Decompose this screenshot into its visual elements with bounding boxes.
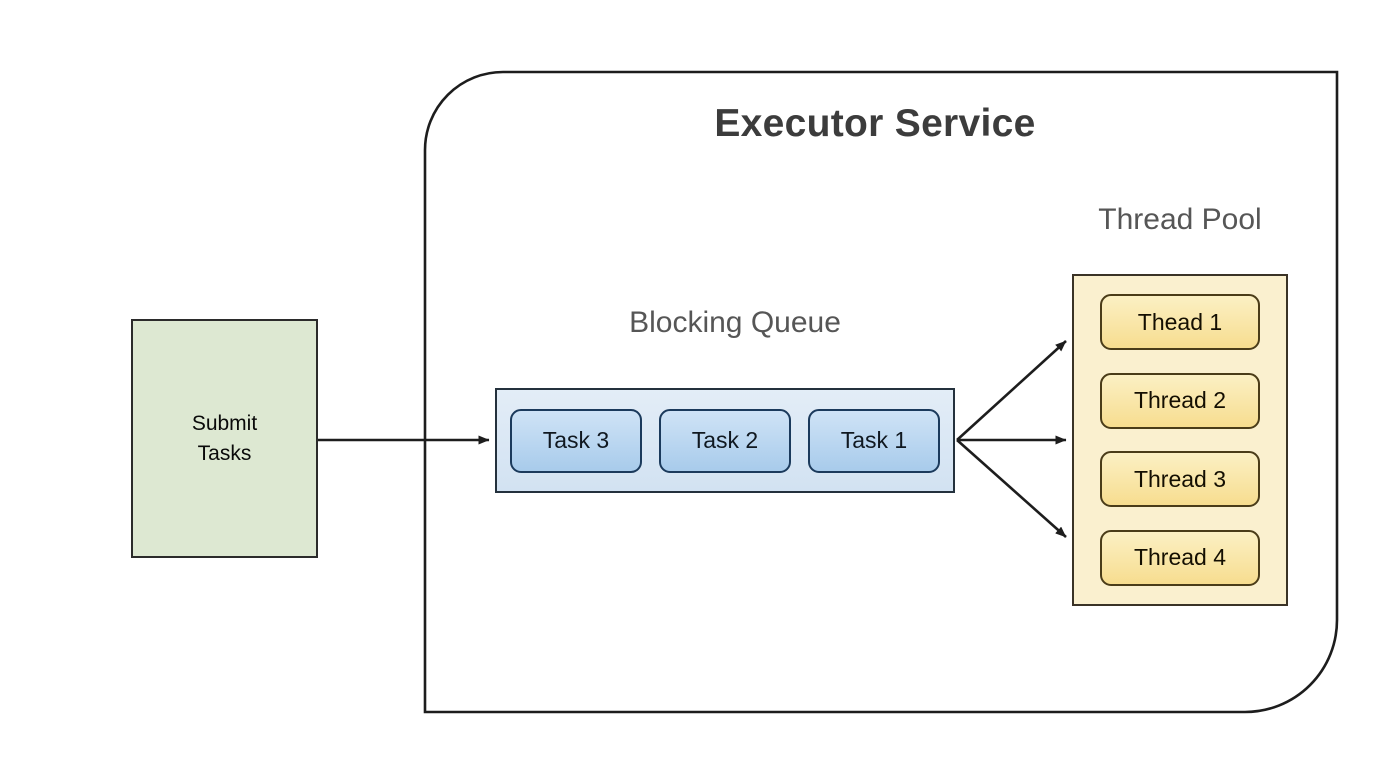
executor-service-container: [423, 70, 1339, 714]
arrow-queue-to-thread-1: [956, 340, 1067, 441]
arrow-queue-to-thread-4: [956, 439, 1067, 538]
task-item[interactable]: Task 1: [808, 408, 940, 473]
thread-item[interactable]: Thead 1: [1100, 294, 1260, 350]
blocking-queue-title: Blocking Queue: [629, 306, 841, 339]
blocking-queue-node[interactable]: Task 3 Task 2 Task 1: [495, 388, 955, 493]
thread-pool-title: Thread Pool: [1098, 203, 1262, 236]
submit-tasks-label: Submit Tasks: [191, 411, 258, 465]
thread-item[interactable]: Thread 4: [1100, 529, 1260, 586]
submit-tasks-node[interactable]: Submit Tasks: [131, 319, 318, 558]
executor-service-title: Executor Service: [714, 102, 1036, 145]
thread-item[interactable]: Thread 2: [1100, 372, 1260, 429]
thread-pool-node[interactable]: Thead 1 Thread 2 Thread 3 Thread 4: [1072, 274, 1288, 606]
thread-item[interactable]: Thread 3: [1100, 451, 1260, 508]
task-item[interactable]: Task 2: [659, 408, 791, 473]
task-item[interactable]: Task 3: [510, 408, 642, 473]
